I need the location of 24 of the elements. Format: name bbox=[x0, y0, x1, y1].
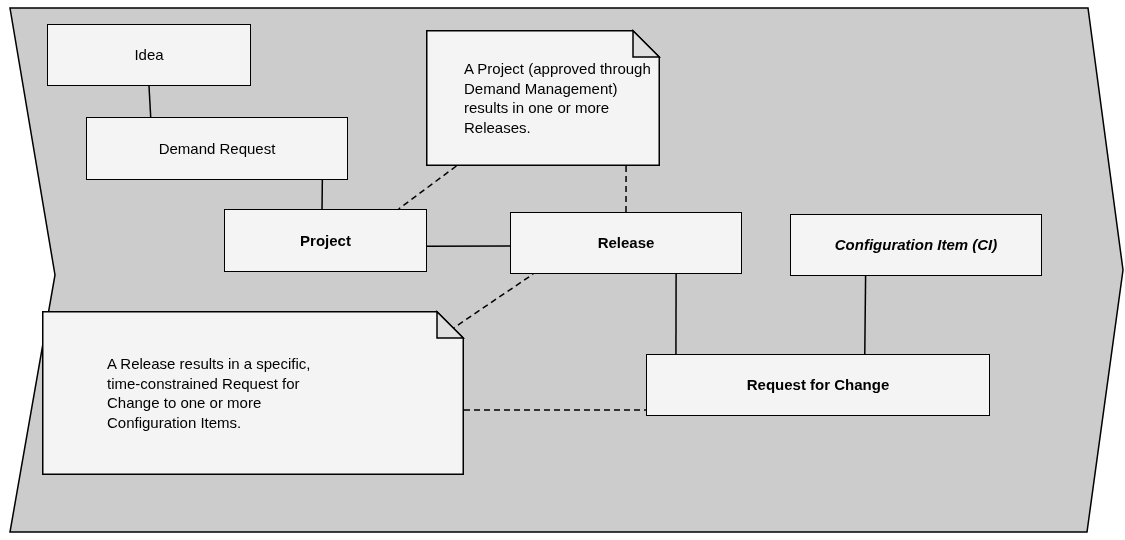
connector-line bbox=[675, 273, 677, 355]
dashed-connector bbox=[463, 409, 647, 411]
note-text: A Project (approved through Demand Management) results in one or more Releases. bbox=[464, 59, 652, 137]
note-shape bbox=[42, 311, 464, 475]
process-box bbox=[510, 212, 742, 274]
process-box bbox=[47, 24, 251, 86]
box-label: Project bbox=[300, 230, 351, 251]
note-shape bbox=[426, 30, 660, 166]
box-label: Idea bbox=[134, 45, 164, 65]
process-box bbox=[790, 214, 1042, 276]
connector-line bbox=[864, 275, 867, 355]
dashed-connector bbox=[397, 165, 458, 210]
connector-line bbox=[426, 245, 511, 247]
box-label: Configuration Item (CI) bbox=[834, 235, 998, 255]
process-box bbox=[86, 117, 348, 180]
process-box bbox=[224, 209, 427, 272]
connector-line bbox=[321, 179, 324, 210]
box-label: Release bbox=[597, 233, 655, 253]
box-label: Demand Request bbox=[158, 138, 276, 159]
dashed-connector bbox=[625, 165, 627, 213]
connector-line bbox=[148, 85, 152, 118]
box-label: Request for Change bbox=[746, 375, 890, 395]
process-box bbox=[646, 354, 990, 416]
note-text: A Release results in a specific, time-constrained Request for Change to one or more Configuration Items. bbox=[107, 354, 312, 432]
